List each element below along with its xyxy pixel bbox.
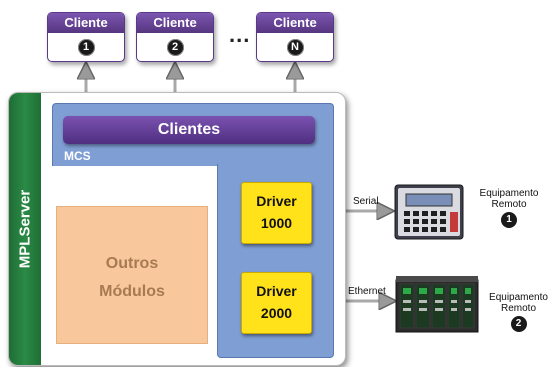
client-box-1: Cliente 1 [47,12,125,62]
ellipsis: ... [229,22,251,47]
client-label: Cliente [137,13,213,33]
remote-device-2-icon [395,276,479,333]
equipment-number-badge: 2 [510,316,527,332]
client-box-2: Cliente 2 [136,12,214,62]
driver-line1: Driver [256,283,297,299]
remote-equipment-2-label: Equipamento Remoto 2 [480,292,557,332]
remote-device-1-icon [394,184,464,240]
mcs-label: MCS [64,149,91,163]
serial-label: Serial [353,196,379,207]
client-number-badge: 1 [77,39,95,56]
driver-line1: Driver [256,193,297,209]
equipment-line2: Remoto [500,303,536,314]
equipment-line2: Remoto [491,199,527,210]
driver-line2: 1000 [260,215,293,231]
client-box-n: Cliente N [256,12,334,62]
client-label: Cliente [48,13,124,33]
driver-line2: 2000 [260,305,293,321]
other-modules-line1: Outros [105,255,159,272]
client-number-badge: 2 [166,39,184,56]
driver-2000-box: Driver 2000 [241,272,312,334]
server-label: MPLServer [16,189,34,269]
equipment-line1: Equipamento [479,188,539,199]
server-band [9,93,41,365]
other-modules-box: Outros Módulos [56,206,208,344]
ethernet-label: Ethernet [348,286,386,297]
client-number-badge: N [286,39,304,56]
other-modules-line2: Módulos [99,283,165,300]
clientes-bar: Clientes [63,116,315,144]
equipment-line1: Equipamento [489,292,548,303]
client-label: Cliente [257,13,333,33]
driver-1000-box: Driver 1000 [241,182,312,244]
equipment-number-badge: 1 [501,212,517,228]
remote-equipment-1-label: Equipamento Remoto 1 [470,188,548,228]
